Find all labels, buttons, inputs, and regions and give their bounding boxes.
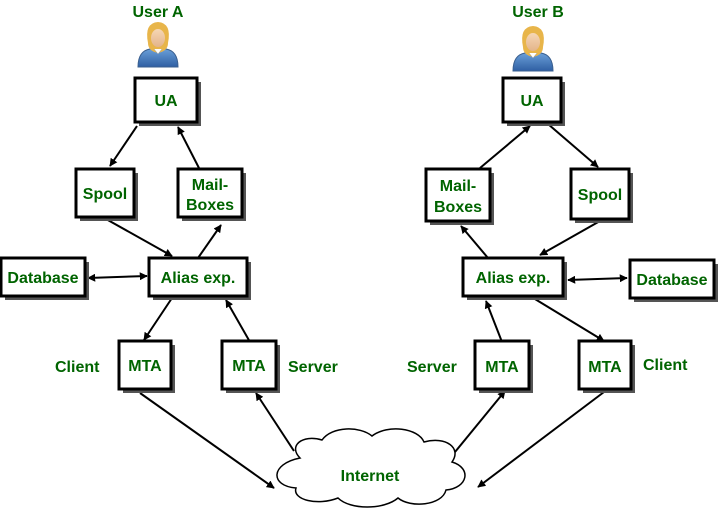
edge-database-alias-left <box>87 272 148 282</box>
internet-cloud: Internet <box>276 428 466 508</box>
mailboxes-box-left: Mail- Boxes <box>176 167 246 221</box>
mailboxes-label-line1: Mail- <box>440 178 476 195</box>
ua-label: UA <box>154 93 178 110</box>
spool-box-left: Spool <box>74 167 138 221</box>
mta-server-box-right: MTA <box>473 339 533 393</box>
edge-ua-to-spool <box>109 125 138 167</box>
edge-mta-client-to-internet-right <box>477 391 605 488</box>
internet-label: Internet <box>341 468 400 485</box>
mailboxes-label-line2: Boxes <box>434 199 482 216</box>
user-icon <box>137 22 179 68</box>
server-label-right: Server <box>407 359 457 376</box>
database-label: Database <box>7 270 78 287</box>
edge-alias-to-mailboxes-right <box>460 225 489 259</box>
server-label-left: Server <box>288 359 338 376</box>
edge-mta-server-to-alias-left <box>225 299 251 343</box>
database-box-right: Database <box>628 258 718 302</box>
user-icon <box>512 26 554 72</box>
edges <box>87 123 628 489</box>
client-label-left: Client <box>55 359 100 376</box>
mta-server-box-left: MTA <box>220 339 280 393</box>
mailboxes-box-right: Mail- Boxes <box>424 167 494 225</box>
database-box-left: Database <box>0 256 89 300</box>
mta-label: MTA <box>485 359 519 376</box>
client-label-right: Client <box>643 357 688 374</box>
spool-label: Spool <box>83 186 127 203</box>
mailboxes-label-line1: Mail- <box>192 177 228 194</box>
user-a-label: User A <box>133 4 184 21</box>
edge-mailboxes-to-ua <box>177 126 201 171</box>
edge-ua-to-spool-right <box>547 123 599 168</box>
edge-internet-to-mta-server-left <box>255 392 295 452</box>
edge-spool-to-alias <box>105 218 173 257</box>
user-b-label: User B <box>512 4 564 21</box>
ua-box-right: UA <box>501 76 565 126</box>
database-label: Database <box>636 272 707 289</box>
mailboxes-label-line2: Boxes <box>186 197 234 214</box>
alias-box-right: Alias exp. <box>461 256 567 300</box>
mta-client-box-left: MTA <box>117 339 175 393</box>
mta-label: MTA <box>128 358 162 375</box>
spool-label: Spool <box>578 187 622 204</box>
mta-label: MTA <box>232 358 266 375</box>
ua-box-left: UA <box>133 76 201 126</box>
edge-internet-to-mta-server-right <box>454 390 506 453</box>
alias-label: Alias exp. <box>476 270 551 287</box>
edge-spool-to-alias-right <box>539 220 601 256</box>
edge-alias-to-mta-client-left <box>143 297 173 341</box>
edge-alias-to-mta-client-right <box>529 295 605 342</box>
mta-label: MTA <box>588 359 622 376</box>
edge-alias-to-mailboxes <box>197 224 222 259</box>
edge-database-alias-right <box>567 274 628 284</box>
edge-mailboxes-to-ua-right <box>479 125 531 169</box>
mta-client-box-right: MTA <box>577 339 635 393</box>
edge-mta-client-to-internet <box>139 392 275 489</box>
ua-label: UA <box>520 93 544 110</box>
alias-box-left: Alias exp. <box>147 256 251 300</box>
edge-mta-server-to-alias-right <box>484 300 503 343</box>
alias-label: Alias exp. <box>161 270 236 287</box>
spool-box-right: Spool <box>569 167 633 223</box>
